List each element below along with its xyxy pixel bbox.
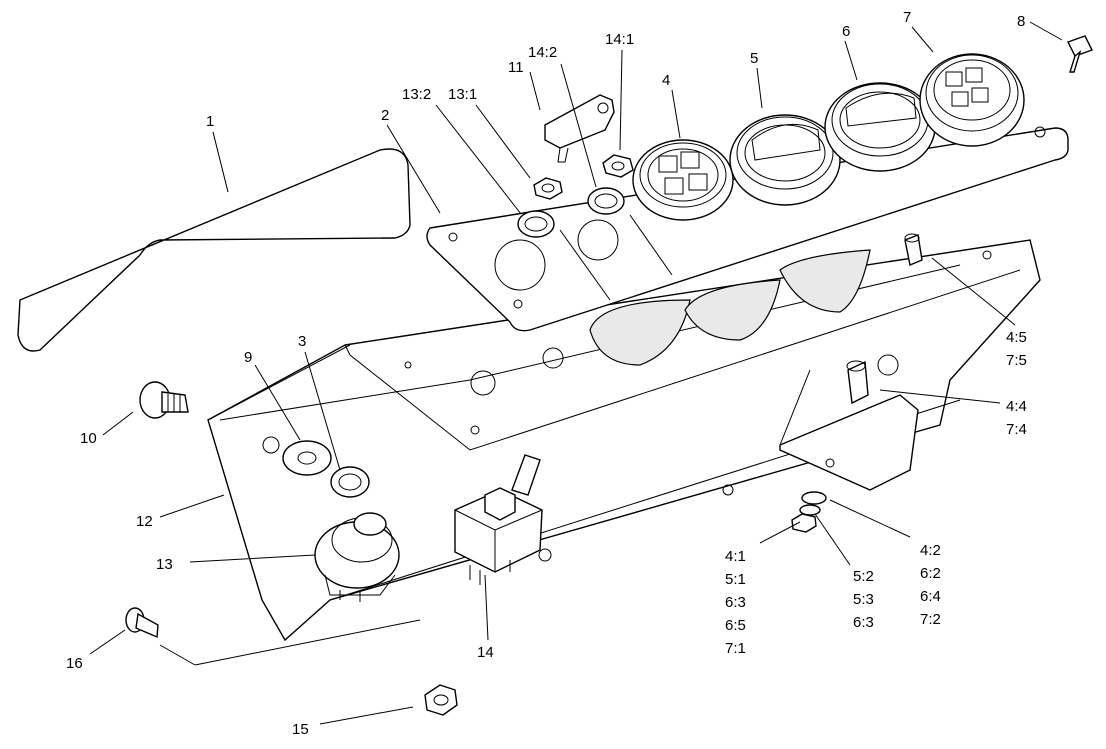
callout-group-4-1: 4:1 5:1 6:3 6:5 7:1 — [725, 548, 750, 657]
callout-13-1: 13:1 — [448, 86, 477, 103]
callout-group-5-2: 5:2 5:3 6:3 — [853, 568, 878, 631]
callout-8: 8 — [1017, 13, 1025, 30]
callout-13-2: 13:2 — [402, 86, 431, 103]
toggle-switch-14 — [454, 454, 543, 585]
screw-8 — [1067, 35, 1093, 73]
gauge-mounting-plate — [426, 126, 1069, 332]
nut-14-1 — [602, 154, 634, 178]
gauge-6 — [824, 82, 936, 172]
lockwasher-4-2 — [801, 491, 827, 505]
nut-4-1 — [791, 513, 817, 533]
callout-11: 11 — [508, 59, 524, 76]
callout-2: 2 — [381, 107, 389, 124]
callout-7: 7 — [903, 9, 911, 26]
ignition-key — [544, 94, 615, 163]
callout-4: 4 — [662, 72, 670, 89]
lamp-socket-4-5 — [904, 233, 923, 266]
lamp-socket-4-4 — [846, 360, 869, 405]
nut-15 — [424, 684, 458, 716]
callout-6: 6 — [842, 23, 850, 40]
bolt-10 — [139, 381, 189, 419]
callout-14-1: 14:1 — [605, 31, 634, 48]
decal-part — [17, 148, 411, 352]
callout-12: 12 — [136, 513, 153, 530]
callout-group-4-2: 4:2 6:2 6:4 7:2 — [920, 542, 945, 628]
nut-5-2 — [799, 504, 821, 516]
lockwasher-14-2 — [587, 187, 625, 215]
callout-14: 14 — [477, 644, 494, 661]
callout-4-5: 4:5 — [1006, 329, 1027, 346]
callout-5: 5 — [750, 50, 758, 67]
gauge-7 — [919, 53, 1025, 147]
screw-16 — [125, 607, 159, 639]
callout-16: 16 — [66, 655, 83, 672]
callout-9: 9 — [244, 349, 252, 366]
lockwasher-3 — [330, 466, 370, 498]
callout-10: 10 — [80, 430, 97, 447]
nut-13-1 — [533, 177, 563, 200]
gauge-5 — [729, 114, 841, 206]
callout-4-4: 4:4 — [1006, 398, 1027, 415]
leader-lines — [89, 21, 1063, 725]
callout-13: 13 — [156, 556, 173, 573]
washer-9 — [282, 440, 332, 476]
lockwasher-13-2 — [517, 210, 555, 238]
callout-14-2: 14:2 — [528, 44, 557, 61]
callout-7-4: 7:4 — [1006, 421, 1027, 438]
callout-labels: 1 2 3 4 5 6 7 8 9 10 11 12 13 14 15 16 1… — [66, 9, 1027, 738]
callout-15: 15 — [292, 721, 309, 738]
callout-3: 3 — [298, 333, 306, 350]
lamp-bracket — [779, 369, 919, 491]
callout-1: 1 — [206, 113, 214, 130]
gauge-4 — [632, 139, 734, 221]
callout-7-5: 7:5 — [1006, 352, 1027, 369]
